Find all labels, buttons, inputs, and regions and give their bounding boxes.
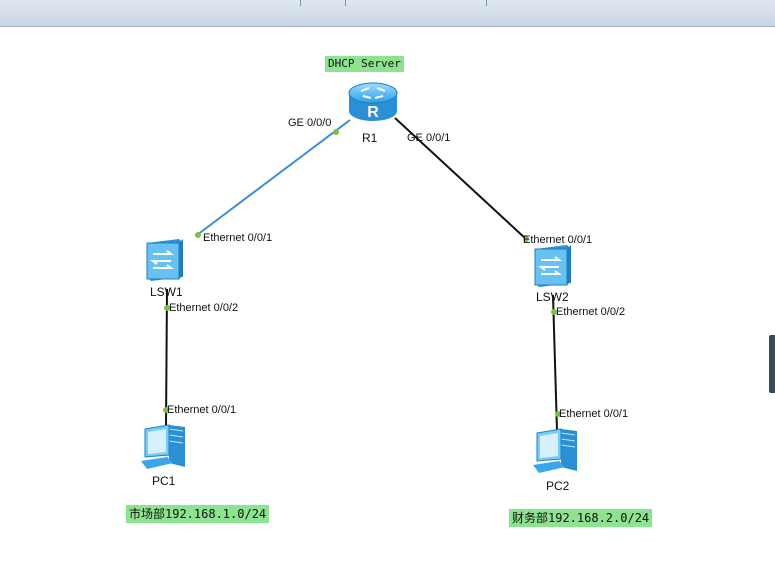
port-dot-r1-ge000 [333,129,339,135]
topology-links [163,117,561,432]
port-label-lsw1-e002: Ethernet 0/0/2 [169,302,239,314]
market-dept-note[interactable]: 市场部192.168.1.0/24 [126,505,270,523]
finance-dept-note[interactable]: 财务部192.168.2.0/24 [509,509,653,527]
port-label-lsw2-e002: Ethernet 0/0/2 [556,306,626,318]
port-dot-lsw1-e001 [195,232,201,238]
window-title-bar [0,0,775,27]
port-label-pc2-e001: Ethernet 0/0/1 [559,408,629,420]
title-bar-divider [486,0,487,6]
link-lsw1-pc1[interactable] [165,288,168,428]
title-bar-divider [300,0,301,6]
title-bar-divider [345,0,346,6]
port-label-r1-ge000: GE 0/0/0 [288,117,332,129]
topology-canvas[interactable]: DHCP Server R R1 GE 0/0/0 GE 0/0/1 LSW1 … [0,27,775,575]
switch-lsw1-name: LSW1 [150,285,183,299]
svg-text:R: R [367,104,379,121]
switch-lsw2-name: LSW2 [536,290,569,304]
port-label-lsw1-e001: Ethernet 0/0/1 [203,232,273,244]
port-dot-pc2-e001 [555,411,561,417]
port-dot-lsw2-e002 [551,309,557,315]
switch-icon[interactable] [531,243,573,287]
port-label-r1-ge001: GE 0/0/1 [407,132,451,144]
pc2-name: PC2 [546,479,570,493]
pc1-name: PC1 [152,474,176,488]
port-dot-lsw2-e001 [523,236,529,242]
router-name: R1 [362,131,378,145]
link-r1-lsw2[interactable] [394,117,527,240]
pc-icon[interactable] [531,427,583,475]
dhcp-server-note[interactable]: DHCP Server [325,56,404,72]
link-lsw2-pc2[interactable] [552,294,558,432]
port-dot-pc1-e001 [163,407,169,413]
pc-icon[interactable] [139,423,191,471]
port-label-lsw2-e001: Ethernet 0/0/1 [523,234,593,246]
switch-icon[interactable] [143,237,185,281]
port-label-pc1-e001: Ethernet 0/0/1 [167,404,237,416]
router-icon[interactable]: R [347,81,399,123]
link-r1-lsw1[interactable] [196,119,351,236]
port-dot-lsw1-e002 [164,305,170,311]
side-panel-handle[interactable] [769,335,775,393]
